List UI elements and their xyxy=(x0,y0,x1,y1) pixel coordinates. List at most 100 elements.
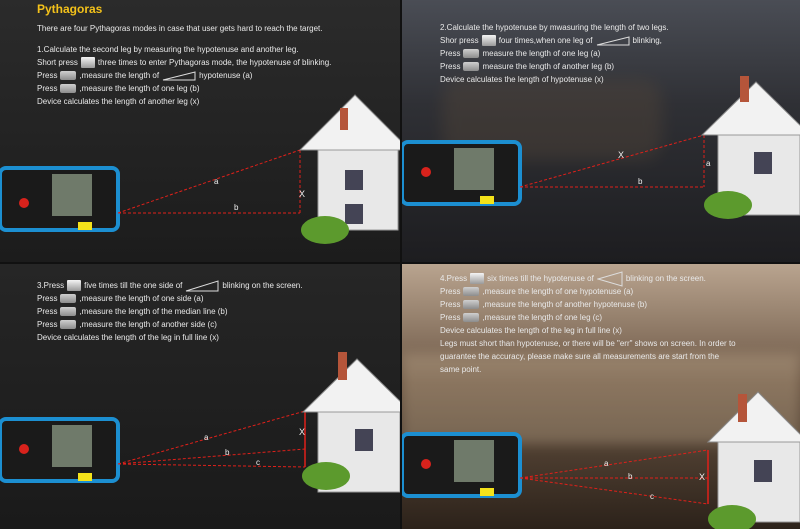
text: blinking on the screen. xyxy=(625,274,706,283)
mode2-heading: 2.Calculate the hypotenuse by mwasuring … xyxy=(440,23,669,32)
mode2-press1-line: Press measure the length of one leg (a) xyxy=(440,47,669,60)
text: five times till the one side of xyxy=(84,281,183,290)
text: ,measure the length of the median line (… xyxy=(79,307,228,316)
laser-device-icon xyxy=(402,140,522,206)
text: ,measure the length of another side (c) xyxy=(79,320,217,329)
panel-mode-1: Pythagoras There are four Pythagoras mod… xyxy=(0,0,400,262)
mode2-calc-line: Device calculates the length of hypotenu… xyxy=(440,75,604,84)
label-a: a xyxy=(214,177,219,186)
function-button-icon xyxy=(481,35,496,46)
function-button-icon xyxy=(470,273,485,284)
mode1-heading: 1.Calculate the second leg by measuring … xyxy=(37,45,299,54)
panel2-diagram: X a b xyxy=(402,76,800,219)
mode3-calc-line: Device calculates the length of the leg … xyxy=(37,333,219,342)
text: six times till the hypotenuse of xyxy=(487,274,594,283)
text: Press xyxy=(440,62,461,71)
mode3-press3-line: Press ,measure the length of another sid… xyxy=(37,318,302,331)
measure-button-icon xyxy=(60,84,77,93)
text: Press xyxy=(37,320,58,329)
label-b: b xyxy=(225,448,230,457)
measure-button-icon xyxy=(463,300,480,309)
text: Press xyxy=(440,49,461,58)
text: Press xyxy=(37,71,58,80)
text: Press xyxy=(440,313,461,322)
function-button-icon xyxy=(67,280,82,291)
mode4-press2-line: Press ,measure the length of another hyp… xyxy=(440,298,736,311)
measure-button-icon xyxy=(60,320,77,329)
panel1-text: There are four Pythagoras modes in case … xyxy=(37,22,331,108)
text: Short press xyxy=(37,58,78,67)
label-a: a xyxy=(604,459,609,468)
panel3-text: 3.Press five times till the one side of … xyxy=(37,279,302,344)
bush-icon xyxy=(704,191,752,219)
text: Press xyxy=(440,287,461,296)
mode4-note-line1: Legs must short than hypotenuse, or ther… xyxy=(440,339,736,348)
mode4-note-line2: guarantee the accuracy, please make sure… xyxy=(440,352,720,361)
label-b: b xyxy=(234,203,239,212)
house-icon xyxy=(298,94,400,244)
text: blinking, xyxy=(632,36,662,45)
text: Shor press xyxy=(440,36,479,45)
mode1-press1-line: Press ,measure the length of hypotenuse … xyxy=(37,69,331,82)
mode4-heading: 4.Press six times till the hypotenuse of… xyxy=(440,270,736,287)
label-a: a xyxy=(706,159,711,168)
function-button-icon xyxy=(80,57,95,68)
mode2-press2-line: Press measure the length of another leg … xyxy=(440,60,669,73)
triangle-icon xyxy=(596,270,623,287)
text: measure the length of another leg (b) xyxy=(482,62,615,71)
mode4-note-line3: same point. xyxy=(440,365,482,374)
text: ,measure the length of one leg (b) xyxy=(79,84,200,93)
text: 4.Press xyxy=(440,274,468,283)
measure-button-icon xyxy=(60,294,77,303)
panel4-diagram: a b c X xyxy=(402,391,800,529)
text: ,measure the length of one side (a) xyxy=(79,294,204,303)
house-icon xyxy=(706,391,800,529)
text: Press xyxy=(37,84,58,93)
panel-mode-4: 4.Press six times till the hypotenuse of… xyxy=(402,264,800,529)
house-icon xyxy=(301,352,400,493)
page-title: Pythagoras xyxy=(37,2,103,16)
mode4-press3-line: Press ,measure the length of one leg (c) xyxy=(440,311,736,324)
triangle-icon xyxy=(162,70,196,80)
label-a: a xyxy=(204,433,209,442)
mode1-short-press-line: Short press three times to enter Pythago… xyxy=(37,56,331,69)
text: 3.Press xyxy=(37,281,65,290)
text: three times to enter Pythagoras mode, th… xyxy=(97,58,332,67)
label-x: X xyxy=(299,427,305,437)
label-c: c xyxy=(256,458,260,467)
bush-icon xyxy=(301,216,349,244)
bush-icon xyxy=(302,462,350,490)
measure-button-icon xyxy=(463,287,480,296)
mode4-calc-line: Device calculates the length of the leg … xyxy=(440,326,622,335)
text: four times,when one leg of xyxy=(498,36,593,45)
mode2-short-press-line: Shor press four times,when one leg of bl… xyxy=(440,34,669,47)
label-b: b xyxy=(638,177,643,186)
text: Press xyxy=(440,300,461,309)
laser-device-icon xyxy=(0,417,120,483)
label-c: c xyxy=(650,492,654,501)
panel1-diagram: a b X xyxy=(0,94,400,244)
text: hypotenuse (a) xyxy=(199,71,253,80)
laser-device-icon xyxy=(402,432,522,498)
text: ,measure the length of one leg (c) xyxy=(482,313,603,322)
panel3-diagram: a b c X xyxy=(0,352,400,493)
measure-button-icon xyxy=(463,62,480,71)
mode1-calc-line: Device calculates the length of another … xyxy=(37,97,200,106)
text: measure the length of one leg (a) xyxy=(482,49,601,58)
text: ,measure the length of xyxy=(79,71,160,80)
laser-device-icon xyxy=(0,166,120,232)
measure-button-icon xyxy=(60,307,77,316)
mode3-heading: 3.Press five times till the one side of … xyxy=(37,279,302,292)
mode3-press1-line: Press ,measure the length of one side (a… xyxy=(37,292,302,305)
text: Press xyxy=(37,294,58,303)
panel2-text: 2.Calculate the hypotenuse by mwasuring … xyxy=(440,21,669,86)
text: ,measure the length of one hypotenuse (a… xyxy=(482,287,634,296)
house-icon xyxy=(700,76,800,219)
mode4-press1-line: Press ,measure the length of one hypoten… xyxy=(440,285,736,298)
label-x: X xyxy=(299,189,305,199)
mode1-press2-line: Press ,measure the length of one leg (b) xyxy=(37,82,331,95)
triangle-icon xyxy=(596,35,630,45)
mode3-press2-line: Press ,measure the length of the median … xyxy=(37,305,302,318)
triangle-icon xyxy=(186,279,219,291)
